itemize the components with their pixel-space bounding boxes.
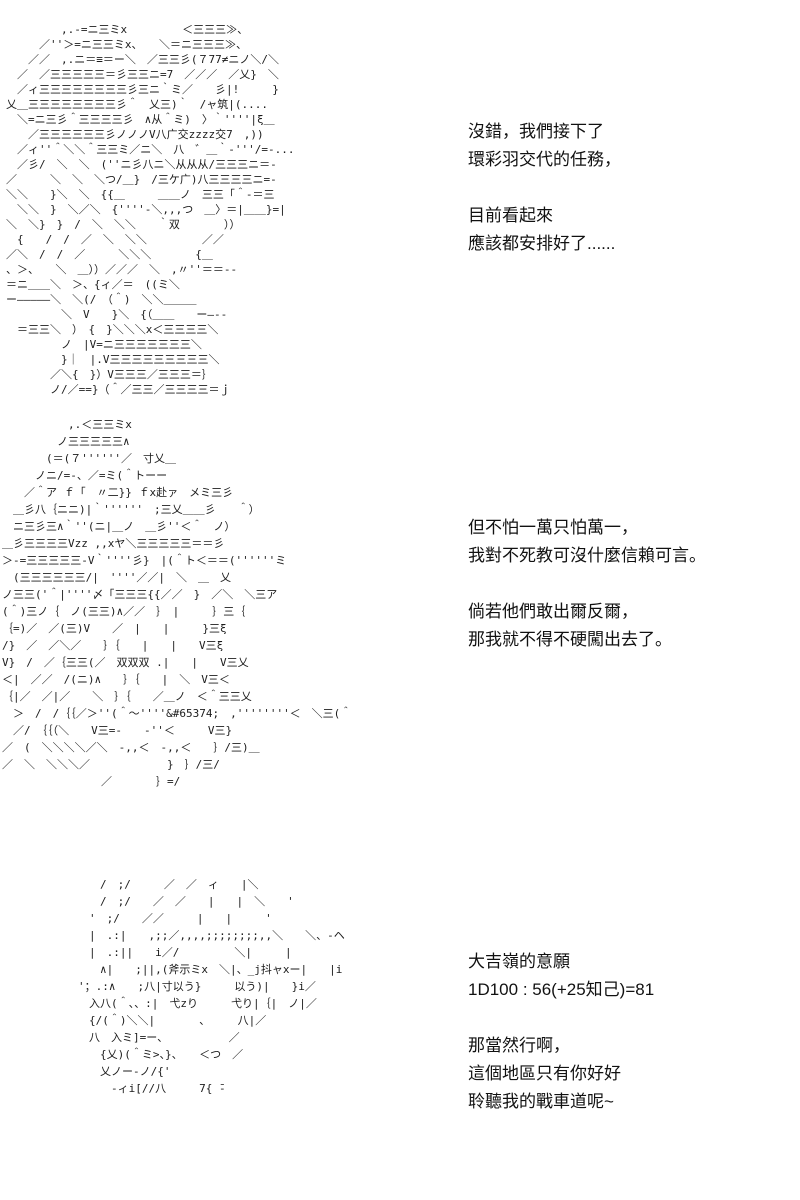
- dialog-paragraph: 目前看起來 應該都安排好了......: [468, 206, 616, 253]
- dialog-paragraph: 但不怕一萬只怕萬一， 我對不死教可沒什麼信賴可言。: [468, 518, 706, 565]
- ascii-art-panel-middle: ,.＜三三ミx ノ三三三三三∧ (＝(７''''''／ 寸乂＿ ノニ/=-、／=…: [2, 418, 352, 788]
- ascii-art-panel-top: ,.-=ニ三ミx ＜三三三≫、 ／''＞=ニ三三ミx、 ＼＝ニ三三三≫、 ／／ …: [6, 23, 295, 396]
- dialog-block-bottom: 大吉嶺的意願 1D100 : 56(+25知己)=81 那當然行啊， 這個地區只…: [468, 948, 798, 1116]
- dialog-block-top: 沒錯，我們接下了 環彩羽交代的任務， 目前看起來 應該都安排好了......: [468, 118, 798, 258]
- ascii-art-panel-bottom: / ;/ ／ ／ ィ |＼ / ;/ ／ ／ | | ＼ ' ' ;/ ／／ |…: [78, 878, 345, 1095]
- dialog-block-middle: 但不怕一萬只怕萬一， 我對不死教可沒什麼信賴可言。 倘若他們敢出爾反爾， 那我就…: [468, 514, 798, 654]
- dialog-paragraph: 倘若他們敢出爾反爾， 那我就不得不硬闖出去了。: [468, 602, 672, 649]
- dialog-paragraph: 沒錯，我們接下了 環彩羽交代的任務，: [468, 122, 621, 169]
- dialog-paragraph: 那當然行啊， 這個地區只有你好好 聆聽我的戰車道呢~: [468, 1036, 621, 1111]
- dialog-paragraph-dice-result: 大吉嶺的意願 1D100 : 56(+25知己)=81: [468, 952, 655, 999]
